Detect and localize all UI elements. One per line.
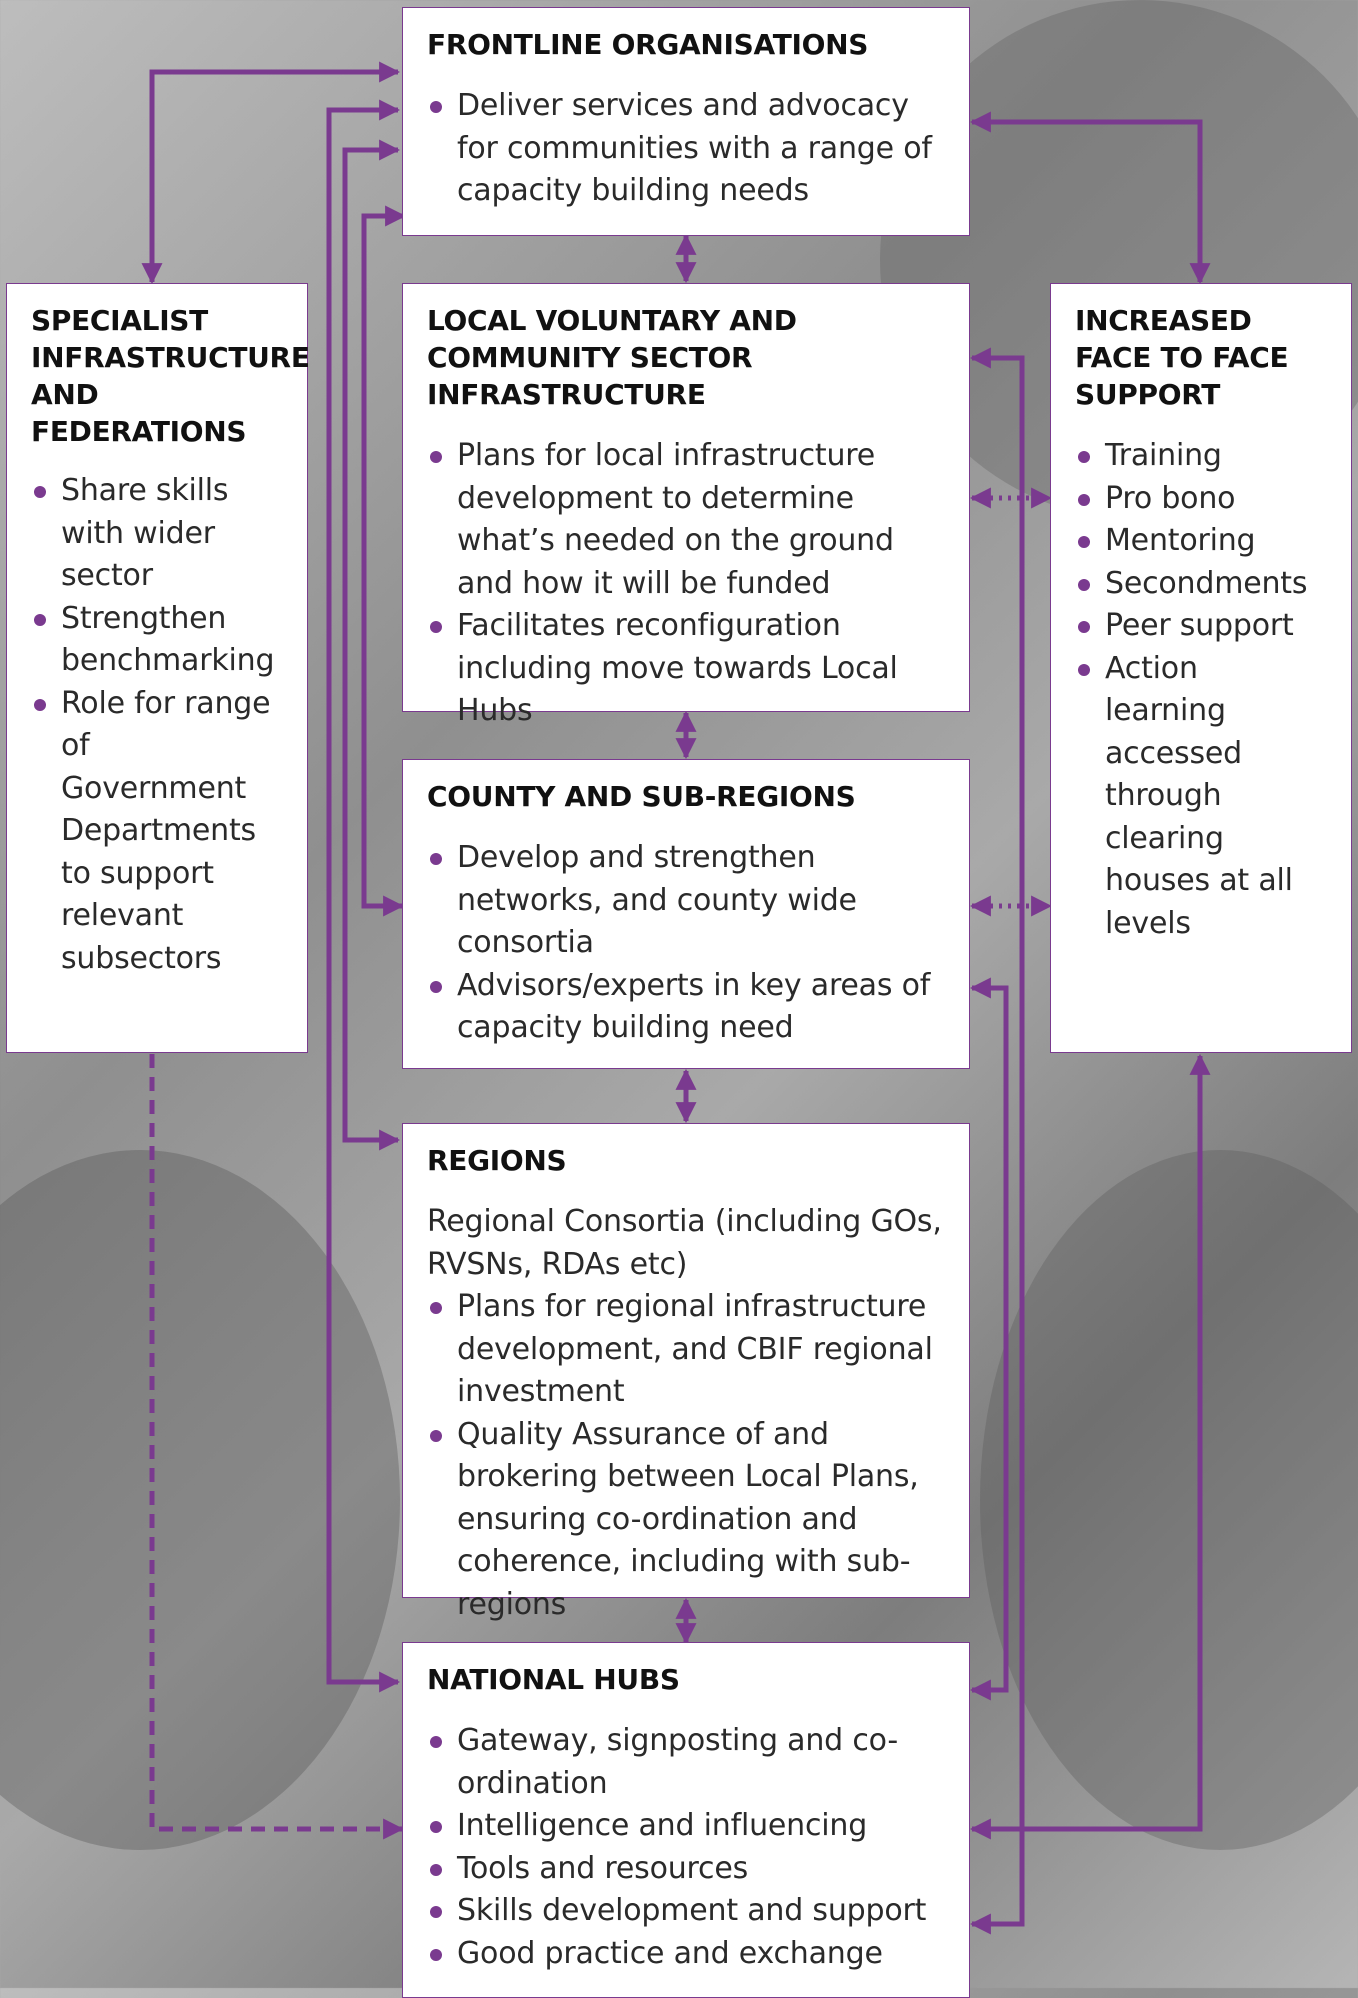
arrow-frontline-national [326, 99, 401, 1693]
bullet-icon [430, 1863, 442, 1876]
bullet-icon [34, 486, 46, 498]
national-box: NATIONAL HUBS Gateway, signposting and c… [402, 1642, 970, 1998]
bullet-icon [1078, 578, 1090, 591]
list-item: Action learning accessed through clearin… [1075, 648, 1327, 946]
list-item: Mentoring [1075, 520, 1327, 563]
list-item: Training [1075, 435, 1327, 478]
frontline-list: Deliver services and advocacy for commun… [427, 85, 945, 213]
list-item: Tools and resources [427, 1848, 945, 1891]
local-box: LOCAL VOLUNTARY AND COMMUNITY SECTOR INF… [402, 283, 970, 728]
list-item: Pro bono [1075, 478, 1327, 521]
regions-intro: Regional Consortia (including GOs, RVSNs… [427, 1204, 942, 1282]
list-item: Intelligence and influencing [427, 1805, 945, 1848]
list-item: Plans for regional infrastructure develo… [427, 1286, 945, 1414]
list-item: Secondments [1075, 563, 1327, 606]
list-item: Skills development and support [427, 1890, 945, 1933]
specialist-list: Share skills with wider sector Strengthe… [31, 470, 283, 980]
bullet-icon [1078, 493, 1090, 506]
arrow-county-national [969, 977, 1009, 1701]
national-title: NATIONAL HUBS [427, 1663, 680, 1696]
arrow-frontline-county [361, 205, 407, 917]
local-list: Plans for local infrastructure developme… [427, 435, 945, 733]
county-title: COUNTY AND SUB-REGIONS [427, 780, 856, 813]
bullet-icon [430, 1821, 442, 1833]
local-title: LOCAL VOLUNTARY AND COMMUNITY SECTOR INF… [427, 304, 797, 411]
list-item: Advisors/experts in key areas of capacit… [427, 965, 945, 1050]
bullet-icon [34, 698, 46, 711]
specialist-box: SPECIALIST INFRASTRUCTURE AND FEDERATION… [6, 283, 310, 1053]
bullet-icon [430, 1302, 442, 1314]
list-item: Plans for local infrastructure developme… [427, 435, 945, 605]
list-item: Facilitates reconfiguration including mo… [427, 605, 945, 733]
bullet-icon [430, 101, 442, 113]
facetoface-box: INCREASED FACE TO FACE SUPPORT Training … [1050, 283, 1352, 1053]
specialist-title: SPECIALIST INFRASTRUCTURE AND FEDERATION… [31, 304, 310, 448]
arrow-specialist-national [149, 1054, 405, 1840]
list-item: Gateway, signposting and co-ordination [427, 1720, 945, 1805]
list-item: Strengthen benchmarking [31, 598, 283, 683]
county-list: Develop and strengthen networks, and cou… [427, 837, 945, 1050]
bullet-icon [1078, 621, 1090, 633]
bullet-icon [1078, 663, 1090, 676]
background-shape [0, 1150, 400, 1850]
list-item: Develop and strengthen networks, and cou… [427, 837, 945, 965]
bullet-icon [430, 980, 442, 993]
bullet-icon [34, 613, 46, 626]
arrow-frontline-regions [342, 139, 401, 1151]
bullet-icon [430, 1906, 442, 1918]
arrow-facetoface-frontline [969, 111, 1211, 285]
facetoface-list: Training Pro bono Mentoring Secondments … [1075, 435, 1327, 945]
list-item: Quality Assurance of and brokering betwe… [427, 1414, 945, 1627]
bullet-icon [430, 621, 442, 633]
bullet-icon [1078, 536, 1090, 548]
list-item: Peer support [1075, 605, 1327, 648]
bullet-icon [430, 451, 442, 463]
frontline-title: FRONTLINE ORGANISATIONS [427, 28, 869, 61]
regions-title: REGIONS [427, 1144, 567, 1177]
arrow-specialist-frontline [141, 61, 401, 285]
list-item: Good practice and exchange [427, 1933, 945, 1976]
national-list: Gateway, signposting and co-ordination I… [427, 1720, 945, 1975]
facetoface-title: INCREASED FACE TO FACE SUPPORT [1075, 304, 1289, 411]
county-box: COUNTY AND SUB-REGIONS Develop and stren… [402, 759, 970, 1069]
bullet-icon [1078, 451, 1090, 463]
regions-box: REGIONS Regional Consortia (including GO… [402, 1123, 970, 1622]
list-item: Role for range of Government Departments… [31, 683, 283, 981]
list-item: Deliver services and advocacy for commun… [427, 85, 945, 213]
bullet-icon [430, 1429, 442, 1442]
list-item: Share skills with wider sector [31, 470, 283, 598]
regions-list: Plans for regional infrastructure develo… [427, 1286, 945, 1626]
bullet-icon [430, 1736, 442, 1748]
bullet-icon [430, 853, 442, 865]
frontline-box: FRONTLINE ORGANISATIONS Deliver services… [402, 7, 970, 236]
bullet-icon [430, 1948, 442, 1961]
arrow-facetoface-national [969, 1053, 1211, 1840]
